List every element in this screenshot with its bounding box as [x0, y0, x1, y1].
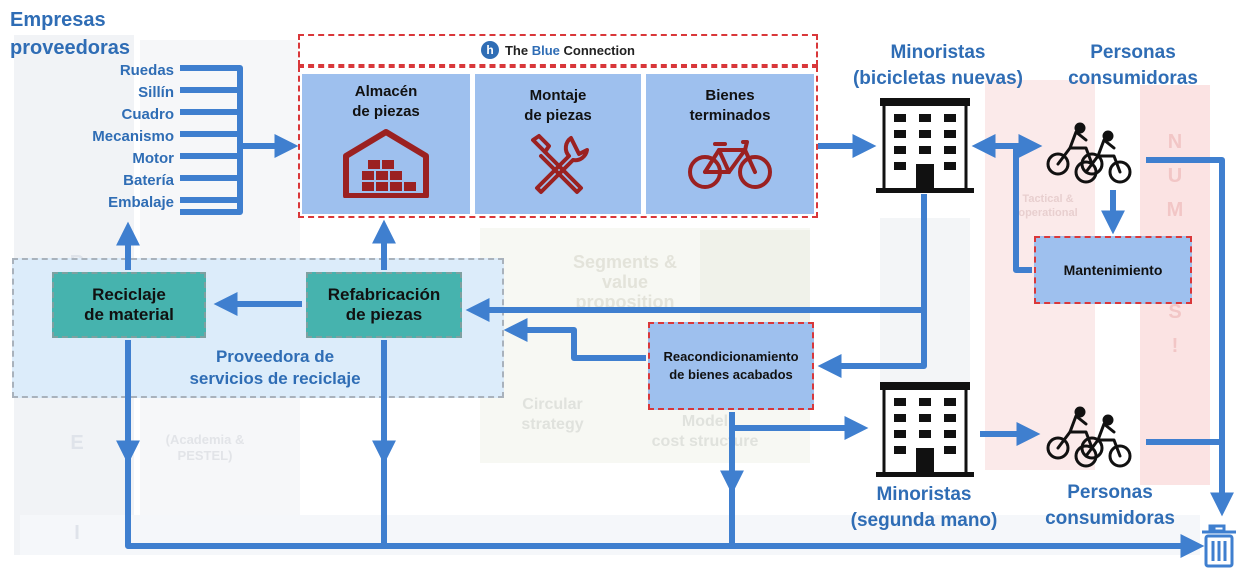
retail-new-label: Minoristas (bicicletas nuevas): [838, 40, 1038, 92]
bg-numers-letter: S: [1168, 301, 1182, 323]
consumers-bottom-line2: consumidoras: [1045, 508, 1175, 529]
company-header: h The Blue Connection: [298, 34, 818, 66]
provider-line1: Proveedora de: [215, 347, 335, 366]
recycle-material-box: Reciclaje de material: [52, 272, 206, 338]
maintenance-box: Mantenimiento: [1034, 236, 1192, 304]
supplier-item: Ruedas: [119, 62, 174, 79]
stage-warehouse: Almacén de piezas: [302, 74, 470, 214]
trash-icon: [1202, 524, 1236, 568]
bicycle-icon: [688, 140, 772, 189]
bg-text-academia: (Academia & PESTEL): [150, 432, 260, 464]
stage-assembly-line1: Montaje: [529, 87, 587, 104]
bg-text-tactical: Tactical & operational: [1008, 192, 1088, 220]
arrow-bottom-to-trash: [125, 456, 1205, 558]
building-icon: [874, 96, 976, 195]
refabrication-box: Refabricación de piezas: [306, 272, 462, 338]
retail-used-line2: (segunda mano): [850, 510, 998, 531]
suppliers-title: Empresas proveedoras: [10, 6, 130, 62]
retail-used-line1: Minoristas: [876, 484, 972, 505]
refurbish-line2: de bienes acabados: [669, 367, 793, 382]
bg-cost-line1: Model: [681, 413, 729, 430]
bg-numers-letter: U: [1167, 165, 1183, 187]
consumers-bottom-line1: Personas: [1067, 482, 1153, 503]
bg-circular-line2: strategy: [521, 416, 584, 433]
arrow-retail-to-refurbish: [817, 194, 927, 378]
bg-text-circular: Circular strategy: [505, 395, 600, 435]
stage-finished-goods: Bienes terminados: [646, 74, 814, 214]
company-brand-part1: The: [504, 42, 532, 58]
bg-tactical-line1: Tactical &: [1022, 193, 1074, 205]
tools-icon: [531, 134, 589, 194]
supplier-item: Sillín: [138, 84, 174, 101]
arrow-maintenance-return: [1013, 146, 1032, 273]
bg-segments-line1: Segments &: [572, 252, 678, 272]
warehouse-icon: [343, 129, 429, 198]
suppliers-list: Ruedas Sillín Cuadro Mecanismo Motor Bat…: [60, 60, 174, 214]
retail-used-label: Minoristas (segunda mano): [836, 482, 1012, 534]
company-brand-part3: Connection: [559, 42, 636, 58]
retail-new-line2: (bicicletas nuevas): [852, 68, 1024, 89]
bg-rivei-letter: E: [70, 432, 84, 454]
cyclists-icon: [1046, 122, 1132, 184]
recycle-line2: de material: [84, 305, 174, 324]
supplier-item: Motor: [132, 150, 174, 167]
maintenance-label: Mantenimiento: [1063, 262, 1163, 278]
refurbish-line1: Reacondicionamiento: [663, 349, 799, 364]
supplier-item: Cuadro: [121, 106, 175, 123]
refab-line1: Refabricación: [327, 285, 441, 304]
company-brand-part2: Blue: [531, 42, 560, 58]
supplier-connector: [180, 65, 243, 215]
company-logo-icon: h: [480, 41, 499, 59]
refab-line2: de piezas: [345, 305, 423, 324]
recycling-provider-label: Proveedora de servicios de reciclaje: [160, 346, 390, 390]
stage-assembly: Montaje de piezas: [475, 74, 641, 214]
stage-finished-line1: Bienes: [705, 87, 755, 104]
consumers-bottom-label: Personas consumidoras: [1020, 480, 1200, 532]
building-icon: [874, 380, 976, 479]
refurbish-box: Reacondicionamiento de bienes acabados: [648, 322, 814, 410]
company-frame: [298, 66, 818, 218]
stage-assembly-line2: de piezas: [524, 107, 592, 124]
bg-numers-letter: !: [1171, 335, 1179, 357]
stage-warehouse-line1: Almacén: [354, 83, 418, 100]
suppliers-title-line1: Empresas: [10, 9, 106, 31]
bg-tactical-line2: operational: [1018, 207, 1078, 219]
arrow-refurbish-to-refabrication: [503, 318, 646, 361]
bg-rivei-letter: I: [74, 522, 80, 544]
supplier-item: Embalaje: [108, 194, 174, 211]
consumers-top-line1: Personas: [1090, 42, 1176, 63]
bg-numers-letter: M: [1166, 199, 1184, 221]
consumers-top-line2: consumidoras: [1068, 68, 1198, 89]
retail-new-line1: Minoristas: [890, 42, 986, 63]
bg-segments-line2: value: [601, 272, 649, 292]
bg-circular-line1: Circular: [522, 396, 583, 413]
recycle-line1: Reciclaje: [92, 285, 166, 304]
arrow-refurbish-to-retail-used: [729, 412, 869, 440]
bg-academia-line2: PESTEL): [177, 448, 233, 463]
cyclists-icon: [1046, 406, 1132, 468]
arrow-consumers-top-to-trash: [1146, 157, 1234, 517]
supplier-item: Batería: [123, 172, 174, 189]
bg-academia-line1: (Academia &: [165, 432, 245, 447]
supplier-item: Mecanismo: [92, 128, 174, 145]
suppliers-title-line2: proveedoras: [10, 37, 131, 59]
stage-warehouse-line2: de piezas: [352, 103, 420, 120]
provider-line2: servicios de reciclaje: [189, 369, 361, 388]
consumers-top-label: Personas consumidoras: [1046, 40, 1220, 92]
stage-finished-line2: terminados: [689, 107, 771, 124]
bg-numers-letter: N: [1167, 131, 1183, 153]
